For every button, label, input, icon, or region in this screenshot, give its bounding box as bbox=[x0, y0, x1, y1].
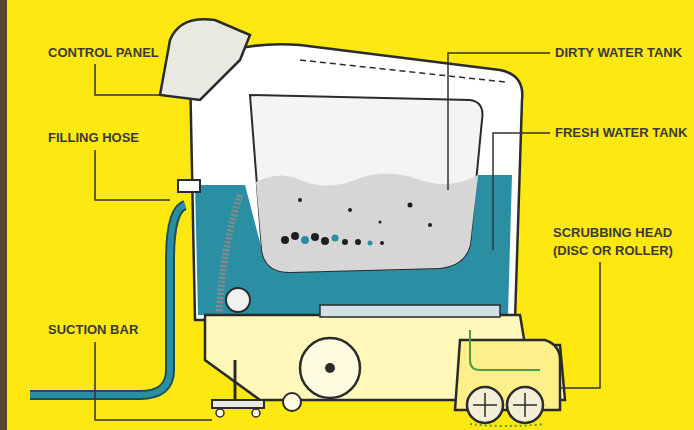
feed-tube bbox=[320, 305, 500, 317]
part-label: SCRUBBING HEAD (DISC OR ROLLER) bbox=[553, 224, 691, 260]
photo-edge bbox=[0, 0, 7, 430]
caster-wheel bbox=[283, 393, 301, 411]
dirty-water bbox=[256, 173, 478, 272]
filling-hose bbox=[30, 205, 185, 395]
suction-wheel bbox=[252, 409, 260, 417]
machine-body bbox=[190, 44, 522, 320]
leader-line bbox=[95, 64, 165, 95]
dirt bbox=[380, 241, 384, 245]
leader-line bbox=[493, 133, 550, 250]
suction-strut bbox=[234, 360, 237, 400]
foam bbox=[470, 424, 545, 426]
part-label: CONTROL PANEL bbox=[48, 44, 198, 62]
wheel-hub bbox=[325, 363, 335, 373]
leader-line bbox=[561, 262, 600, 388]
dirt-particles bbox=[281, 198, 432, 246]
dirt bbox=[321, 237, 329, 245]
suction-bar bbox=[212, 400, 264, 408]
main-wheel bbox=[300, 338, 360, 398]
gauge bbox=[226, 288, 250, 312]
dirt bbox=[355, 239, 361, 245]
dirt bbox=[408, 203, 413, 208]
dirt bbox=[291, 232, 299, 240]
dirt bbox=[428, 223, 432, 227]
part-label: FRESH WATER TANK bbox=[555, 124, 694, 142]
leader-lines bbox=[95, 53, 600, 420]
dirt bbox=[281, 236, 289, 244]
suction-wheel bbox=[216, 409, 224, 417]
leader-line bbox=[448, 53, 550, 190]
part-label: SUCTION BAR bbox=[48, 321, 198, 339]
leader-line bbox=[95, 150, 170, 200]
dirt bbox=[342, 239, 348, 245]
dirt bbox=[301, 236, 309, 244]
water-line bbox=[470, 330, 540, 370]
control-panel bbox=[160, 19, 250, 100]
part-label: DIRTY WATER TANK bbox=[555, 44, 694, 62]
dirt bbox=[332, 235, 339, 242]
dirt bbox=[298, 198, 302, 202]
dirt bbox=[348, 208, 352, 212]
dirt bbox=[379, 221, 382, 224]
lid-line bbox=[300, 60, 505, 82]
dirt bbox=[311, 233, 319, 241]
fill-nozzle bbox=[178, 180, 200, 192]
roller-spokes bbox=[473, 393, 537, 417]
leader-line bbox=[95, 342, 212, 420]
dirt bbox=[368, 241, 373, 246]
hose-outline bbox=[30, 205, 185, 395]
part-label: FILLING HOSE bbox=[48, 129, 198, 147]
